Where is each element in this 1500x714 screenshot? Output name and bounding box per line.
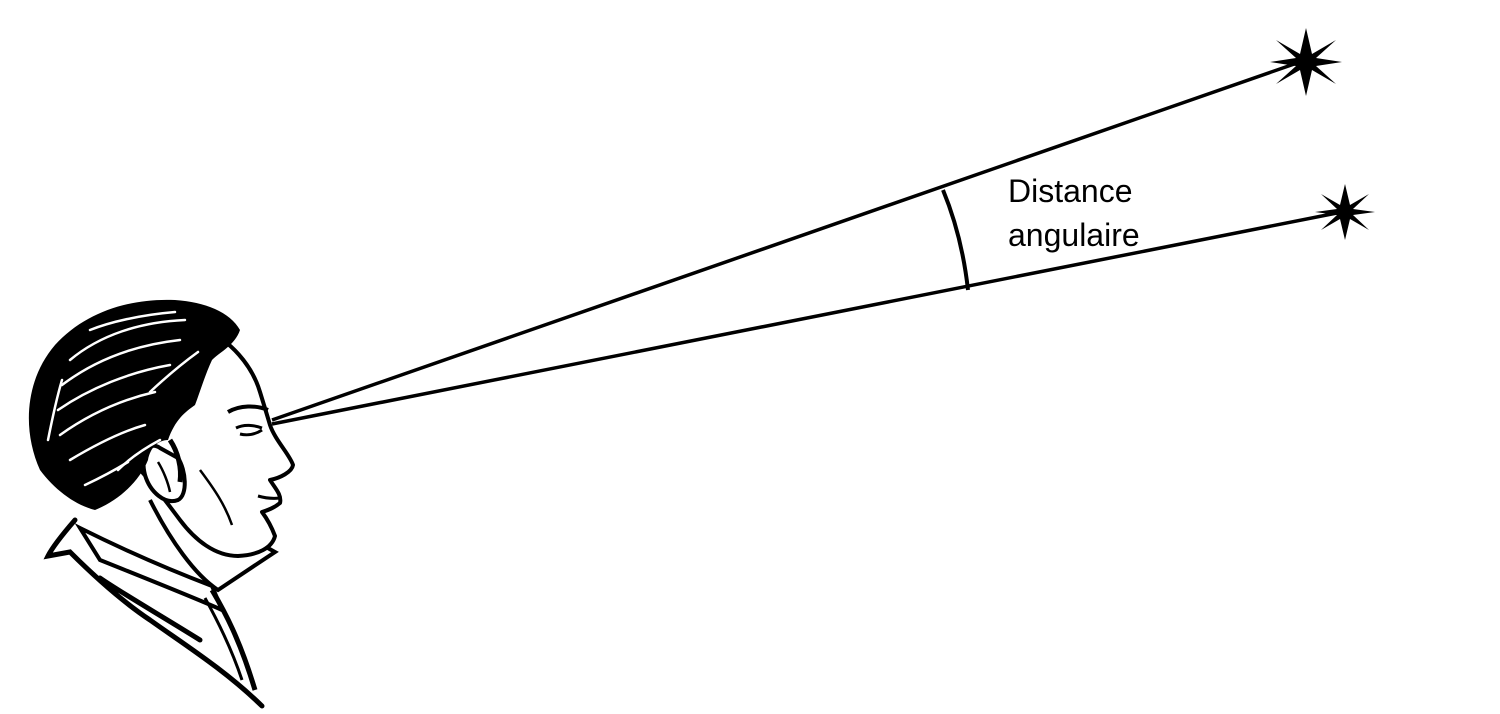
observer-mouth xyxy=(257,494,281,500)
sight-line-lower xyxy=(271,210,1343,426)
label-line-2: angulaire xyxy=(1008,217,1140,253)
observer-eye xyxy=(235,423,263,437)
observer-shoulder xyxy=(43,517,265,709)
observer-head-icon xyxy=(28,299,295,709)
observer-eyebrow xyxy=(226,404,269,414)
observer-sideburn xyxy=(167,438,183,483)
angle-arc xyxy=(941,189,970,291)
label-line-1: Distance xyxy=(1008,173,1133,209)
star-icon xyxy=(1315,184,1375,240)
angular-distance-label: Distance angulaire xyxy=(1008,173,1141,253)
observer-lapel xyxy=(209,588,258,691)
observer-cheek xyxy=(198,469,234,526)
observer-lapel-inner xyxy=(203,597,244,681)
observer-hair-highlights xyxy=(46,310,200,487)
star-icon xyxy=(1270,28,1342,96)
observer-ear-detail xyxy=(156,461,172,493)
sight-line-upper xyxy=(271,60,1301,422)
